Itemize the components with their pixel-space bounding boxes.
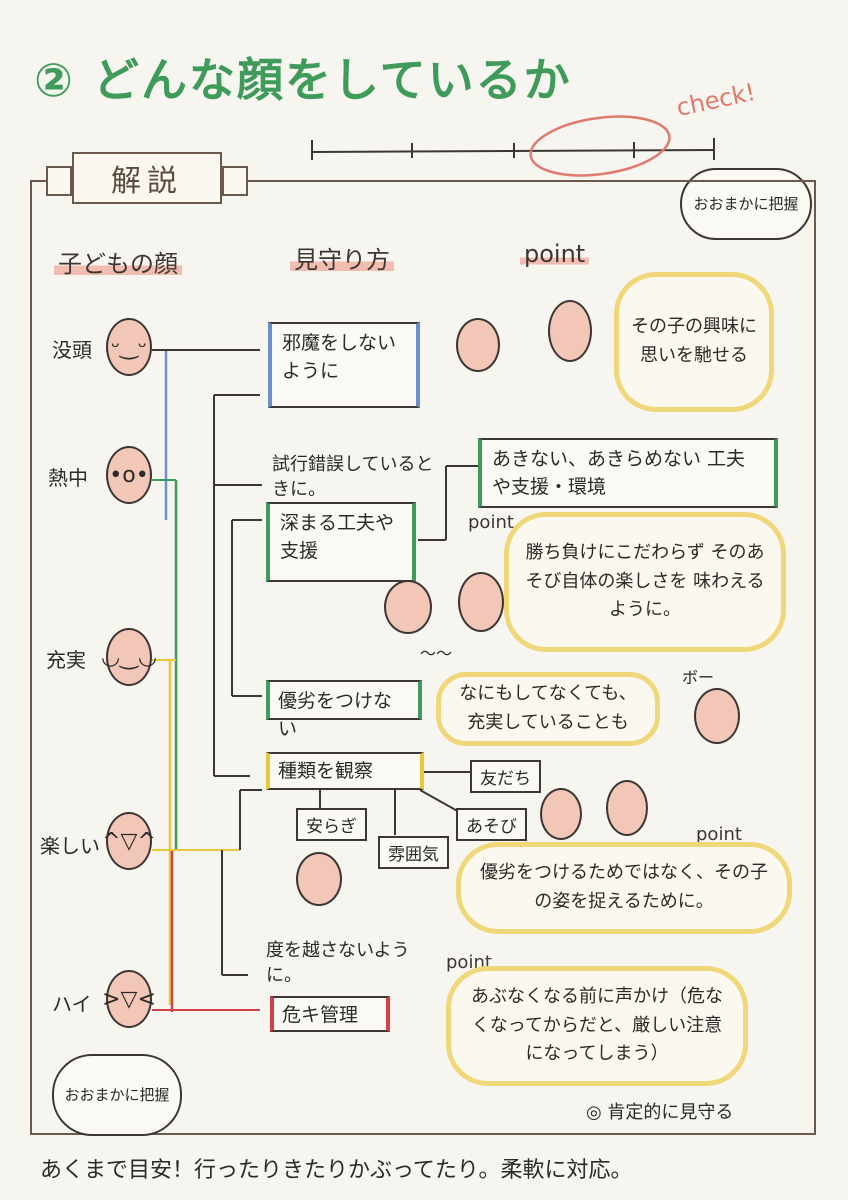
column-point: point xyxy=(520,240,590,268)
bubble-kyomi: その子の興味に思いを馳せる xyxy=(614,272,774,412)
face-label-hai: ハイ xyxy=(52,992,92,1016)
tag-asobi: あそび xyxy=(456,808,527,841)
bubble-nanimo: なにもしてなくても、充実していることも xyxy=(436,672,660,746)
character-icon xyxy=(456,318,500,372)
bubble-abunaku: あぶなくなる前に声かけ（危なくなってからだと、厳しい注意になってしまう） xyxy=(446,966,748,1086)
character-icon xyxy=(694,688,740,744)
page-title: ② どんな顔をしているか xyxy=(34,53,572,107)
box-yuretsu: 優劣をつけない xyxy=(266,680,422,740)
sfx-wave: 〜〜 xyxy=(420,644,453,663)
point-label: point xyxy=(696,824,742,845)
tag-tomodachi: 友だち xyxy=(470,760,541,793)
face-icon-necchu: •o• xyxy=(106,446,152,504)
face-label-botto: 没頭 xyxy=(52,338,92,362)
character-icon xyxy=(384,580,432,634)
face-icon-jujitsu: ◡‿◡ xyxy=(101,628,157,686)
point-label: point xyxy=(468,512,514,533)
box-shurui: 種類を観察 xyxy=(266,752,424,790)
box-jama: 邪魔をしないように xyxy=(268,322,420,408)
column-faces: 子どもの顔 xyxy=(54,244,182,279)
label-shiko: 試行錯誤しているときに。 xyxy=(272,454,434,501)
tag-funiki: 雰囲気 xyxy=(378,836,449,869)
face-label-necchu: 熱中 xyxy=(48,466,88,490)
note-kotei: ◎ 肯定的に見守る xyxy=(586,1102,734,1123)
explanation-panel xyxy=(30,180,816,1135)
face-label-tanoshii: 楽しい xyxy=(40,834,100,858)
face-icon-tanoshii: ^▽^ xyxy=(102,812,156,870)
face-label-jujitsu: 充実 xyxy=(46,648,86,672)
character-icon xyxy=(296,852,342,906)
box-fukamaru: 深まる工夫や支援 xyxy=(266,502,416,582)
column-watch: 見守り方 xyxy=(290,240,394,275)
box-akinai: あきない、あきらめない 工夫や支援・環境 xyxy=(478,438,778,508)
bubble-kachimake: 勝ち負けにこだわらず そのあそび自体の楽しさを 味わえるように。 xyxy=(504,512,786,652)
face-icon-hai: >▽< xyxy=(102,970,156,1028)
box-kiki: 危キ管理 xyxy=(270,996,390,1032)
character-icon xyxy=(548,300,592,362)
bottom-cloud-note: おおまかに把握 xyxy=(52,1054,182,1136)
label-do-wo: 度を越さないように。 xyxy=(266,940,410,987)
bubble-yuretsu: 優劣をつけるためではなく、その子の姿を捉えるために。 xyxy=(456,842,792,934)
character-icon xyxy=(540,788,582,840)
footer-text: あくまで目安！行ったりきたりかぶってたり。柔軟に対応。 xyxy=(40,1158,633,1183)
section-ribbon: 解説 xyxy=(46,152,248,204)
character-icon xyxy=(606,780,648,836)
sfx-bo: ボー xyxy=(682,668,715,687)
character-icon xyxy=(458,572,504,632)
face-icon-botto: ᵕ‿ᵕ xyxy=(106,318,152,376)
tag-yasuragi: 安らぎ xyxy=(296,808,367,841)
